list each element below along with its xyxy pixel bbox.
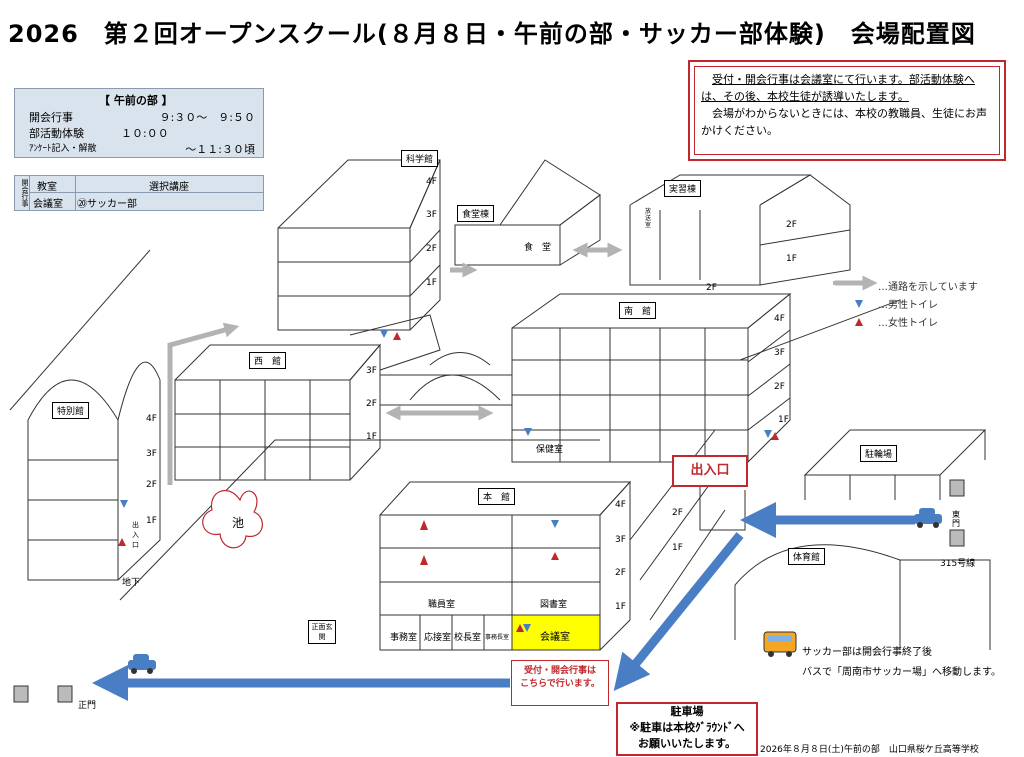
taiikukan-building: [734, 544, 991, 650]
pond-label: 池: [232, 516, 245, 530]
nankan-label: 南 館: [619, 302, 657, 319]
car-icon: [914, 508, 942, 528]
floor-label: 2F: [366, 399, 377, 409]
taiikukan-label: 体育館: [788, 548, 826, 565]
floor-label: 4F: [426, 177, 437, 187]
floor-label: 1F: [146, 516, 157, 526]
shokudou-tou-label: 食堂棟: [457, 205, 495, 222]
parking-line2: ※駐車は本校ｸﾞﾗｳﾝﾄﾞへ: [629, 721, 745, 734]
tokubetsu-building: [27, 361, 161, 581]
schedule-heading: 【 午前の部 】: [99, 94, 173, 107]
schedule-time: １０:００: [121, 127, 169, 140]
gate-posts: [13, 479, 965, 703]
footer-text: 2026年８月８日(土)午前の部 山口県桜ケ丘高等学校: [760, 745, 979, 755]
chika-label: 地下: [122, 578, 141, 588]
schedule-label: 部活動体験: [29, 127, 84, 140]
seikan-building: [174, 343, 382, 481]
churinjo-shed: [803, 429, 987, 500]
schedule-box: 【 午前の部 】 開会行事 ９:３０～ ９:５０ 部活動体験 １０:００ ｱﾝｹ…: [14, 88, 264, 158]
pond-shape: [202, 489, 263, 549]
legend-female: …女性トイレ: [878, 318, 938, 329]
hokenshitsu-label: 保健室: [536, 445, 564, 455]
kaigishitsu-label: 会議室: [540, 632, 570, 643]
notice-line1: 受付・開会行事は会議室にて行います。部活動体験へは、その後、本校生徒が誘導いたし…: [701, 73, 975, 103]
honkan-label: 本 館: [478, 488, 516, 505]
floor-label: 1F: [426, 278, 437, 288]
shokuinshitsu-label: 職員室: [428, 600, 456, 610]
churinjo-label: 駐輪場: [860, 445, 898, 462]
jimuchoushitsu-label: 事務長室: [485, 634, 510, 641]
toilet-markers: [118, 300, 863, 632]
floor-label: 1F: [778, 415, 789, 425]
shokudou-label: 食 堂: [524, 243, 552, 253]
route-arrows: [92, 502, 915, 701]
floor-label: 3F: [426, 210, 437, 220]
rooms-header: 教室: [37, 182, 57, 193]
floor-label: 1F: [786, 254, 797, 264]
legend-passage: …通路を示しています: [878, 282, 978, 293]
bus-note-line2: バスで「周南市サッカー場」へ移動します。: [802, 667, 1001, 678]
floor-label: 3F: [366, 366, 377, 376]
jisshu-building: [629, 174, 851, 286]
rooms-header: 選択講座: [149, 182, 189, 193]
floor-label: 2F: [786, 220, 797, 230]
floor-label: 4F: [146, 414, 157, 424]
kagakukan-label: 科学館: [401, 150, 439, 167]
kaigishitsu-highlight: [511, 614, 601, 651]
shokudou-building: [454, 159, 601, 266]
schedule-label: 開会行事: [29, 111, 73, 124]
bus-icon: [763, 631, 797, 657]
kagakukan-building: [277, 159, 441, 331]
parking-box: 駐車場 ※駐車は本校ｸﾞﾗｳﾝﾄﾞへ お願いいたします。: [616, 702, 758, 756]
floor-label: 2F: [672, 508, 683, 518]
floor-label: 1F: [366, 432, 377, 442]
seimon-label: 正門: [78, 701, 97, 711]
parking-title: 駐車場: [670, 705, 704, 718]
route-label: 315号線: [940, 559, 976, 569]
floor-label: 3F: [774, 348, 785, 358]
bus-note-line1: サッカー部は開会行事終了後: [802, 647, 932, 658]
reception-box: 受付・開会行事は こちらで行います。: [511, 660, 609, 706]
floor-label: 2F: [146, 480, 157, 490]
higashimon-label: 東門: [952, 510, 960, 528]
parking-line3: お願いいたします。: [638, 737, 736, 750]
page-title: 2026 第２回オープンスクール(８月８日・午前の部・サッカー部体験) 会場配置…: [8, 20, 976, 48]
floor-label: 3F: [615, 535, 626, 545]
floor-label: 3F: [146, 449, 157, 459]
notice-line2: 会場がわからないときには、本校の教職員、生徒にお声かけください。: [701, 107, 987, 137]
shomen-genkan-label: 正面玄関: [308, 620, 336, 644]
floor-label: 1F: [615, 602, 626, 612]
jimushitsu-label: 事務室: [390, 633, 418, 643]
schedule-time: ９:３０～ ９:５０: [159, 111, 255, 124]
rooms-cell: ⑳サッカー部: [77, 199, 137, 210]
rooms-side-label: 開会行事: [15, 176, 30, 210]
tokubetsukan-label: 特別館: [52, 402, 90, 419]
floor-label: 2F: [426, 244, 437, 254]
floor-label: 4F: [615, 500, 626, 510]
notice-box: 受付・開会行事は会議室にて行います。部活動体験へは、その後、本校生徒が誘導いたし…: [688, 60, 1006, 161]
osetsushitsu-label: 応接室: [424, 633, 452, 643]
jisshu-tou-label: 実習棟: [664, 180, 702, 197]
floor-label: 4F: [774, 314, 785, 324]
seikan-label: 西 館: [249, 352, 287, 369]
hosetsu-label: 放送室: [645, 208, 652, 229]
schedule-label: ｱﾝｹｰﾄ記入・解散: [29, 144, 97, 154]
floor-label: 2F: [706, 283, 717, 293]
rooms-cell: 会議室: [33, 199, 63, 210]
toshoshitsu-label: 図書室: [540, 600, 568, 610]
nankan-building: [511, 292, 792, 463]
honkan-building: [379, 480, 632, 651]
entrance-label: 出入口: [672, 455, 748, 487]
schedule-time: ～１１:３０頃: [185, 143, 255, 156]
rooms-table: 開会行事 教室 選択講座 会議室 ⑳サッカー部: [14, 175, 264, 211]
passage-arrows: [167, 242, 878, 485]
car-icon: [128, 654, 156, 674]
floor-label: 1F: [672, 543, 683, 553]
floor-label: 2F: [615, 568, 626, 578]
floor-label: 2F: [774, 382, 785, 392]
legend-male: …男性トイレ: [878, 300, 938, 311]
tokubetsu-entrance-label: 出入口: [132, 521, 139, 549]
kouchoushitsu-label: 校長室: [454, 633, 482, 643]
